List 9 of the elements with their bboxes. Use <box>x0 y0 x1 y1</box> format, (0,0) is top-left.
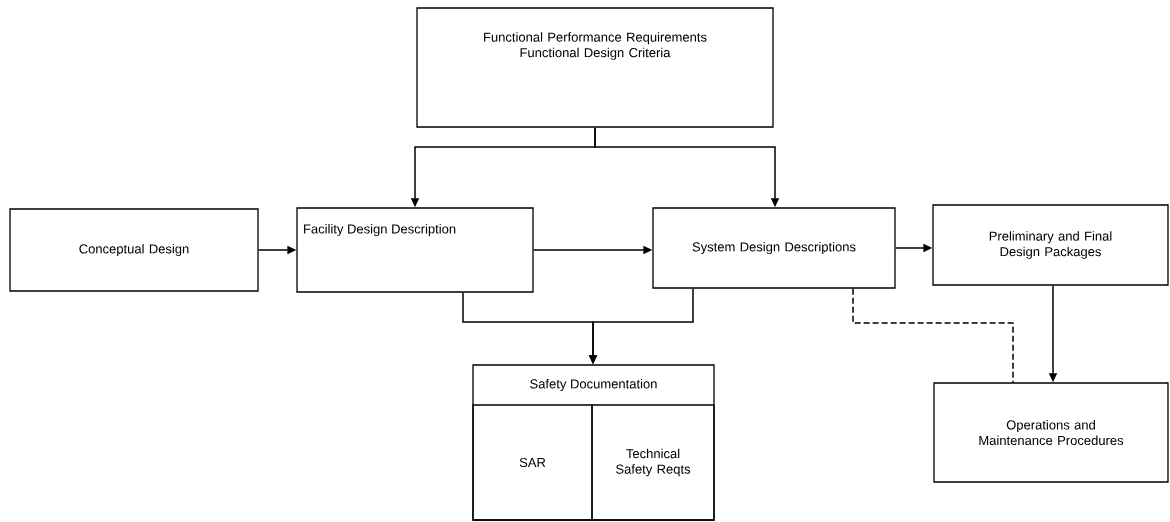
table-cell: Technical Safety Reqts <box>591 404 715 521</box>
process-box: Preliminary and Final Design Packages <box>932 204 1169 286</box>
process-box: Operations and Maintenance Procedures <box>933 382 1169 483</box>
requirements-box: Functional Performance Requirements Functional Design Criteria <box>416 7 774 128</box>
process-box: Conceptual Design <box>9 208 259 292</box>
dashed-connector <box>852 287 1014 384</box>
table-cell: SAR <box>472 404 593 521</box>
process-box: Facility Design Description <box>296 207 534 293</box>
process-box: System Design Descriptions <box>652 207 896 289</box>
